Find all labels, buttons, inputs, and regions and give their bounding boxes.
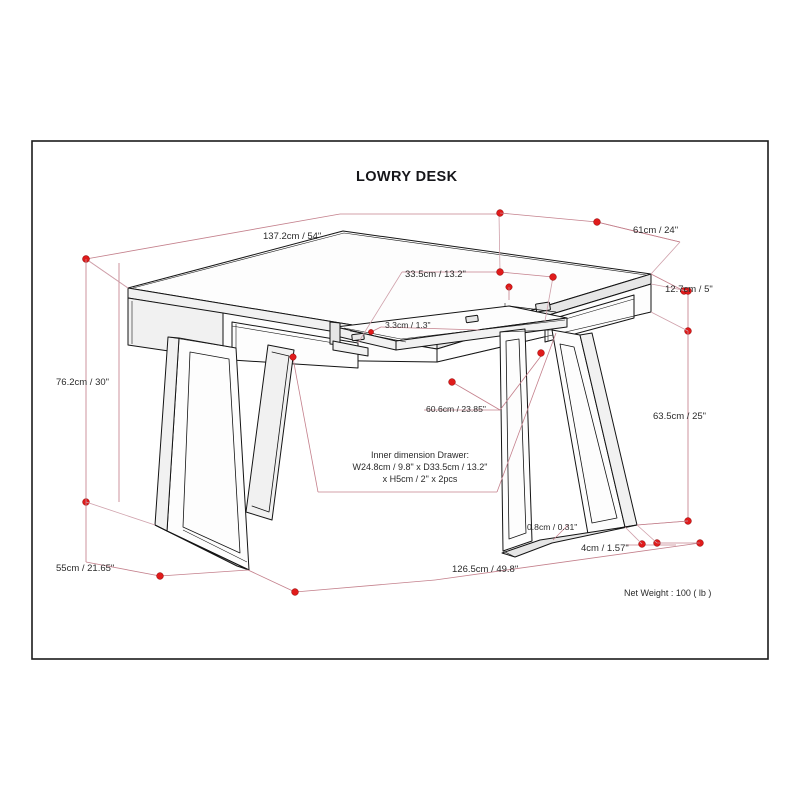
note-inner-drawer-line2: W24.8cm / 9.8" x D33.5cm / 13.2" xyxy=(353,462,488,472)
leader-inner-drawer-to-drawer xyxy=(292,357,319,493)
leader-tray-thickness-ext xyxy=(380,326,481,331)
dimpoint-tray-width-left xyxy=(448,378,456,386)
extline-drawer-right xyxy=(544,276,554,322)
extline-apron-bottom xyxy=(650,311,689,332)
dimension-annotations: 137.2cm / 54" 61cm / 24" 12.7cm / 5" xyxy=(56,209,713,596)
right-leg-top-line xyxy=(499,329,553,333)
left-leg-top-line xyxy=(167,336,237,349)
dimline-base-width-2 xyxy=(434,542,701,581)
extline-height-top xyxy=(85,258,129,289)
right-leg-inner-cutout xyxy=(559,343,618,524)
right-drawer-front xyxy=(544,294,635,343)
dimlabel-tray-width: 60.6cm / 23.85" xyxy=(426,404,486,414)
keyboard-tray-rear-rail xyxy=(508,305,557,313)
slide-hardware-left xyxy=(351,332,365,342)
dimlabel-top-width: 137.2cm / 54" xyxy=(263,231,321,242)
dimpoint-depth-top xyxy=(593,218,601,226)
left-leg-rear-inner xyxy=(251,351,290,513)
left-leg-inner-cutout xyxy=(182,351,241,554)
leader-leg-thickness xyxy=(552,524,569,541)
dimpoint-drawer-right xyxy=(549,273,557,281)
right-leg-front-inner xyxy=(505,338,527,540)
extline-top-width-right xyxy=(498,213,501,273)
dimlabel-drawer-width: 33.5cm / 13.2" xyxy=(405,269,466,280)
dimline-top-width-left xyxy=(85,213,341,260)
left-leg-foot-inner-line xyxy=(182,529,248,563)
extline-depth-right xyxy=(650,241,681,275)
dimpoint-tray-width-right xyxy=(537,349,545,357)
dimlabel-leg-clearance: 63.5cm / 25" xyxy=(653,411,706,422)
dimline-tray-width-leader2 xyxy=(499,355,542,411)
dimline-base-width-1 xyxy=(294,579,436,593)
drawing-frame-border xyxy=(31,140,769,660)
net-weight-label: Net Weight : 100 ( lb ) xyxy=(624,588,711,598)
desk-illustration xyxy=(127,230,652,571)
dimline-base-depth-2 xyxy=(159,569,249,577)
left-leg-rear-member xyxy=(245,344,295,521)
dimlabel-base-depth: 55cm / 21.65" xyxy=(56,563,114,574)
dimline-depth-upper xyxy=(499,212,598,223)
dimpoint-drawer-left xyxy=(496,268,504,276)
dimline-right-foot-connector xyxy=(636,520,689,526)
dimline-base-depth xyxy=(85,561,161,577)
note-inner-drawer-line3: x H5cm / 2" x 2pcs xyxy=(383,474,458,484)
page-title: LOWRY DESK xyxy=(356,169,458,185)
extline-drawer-left xyxy=(357,271,403,344)
dimline-depth-leader xyxy=(596,221,681,243)
dimlabel-leg-width: 4cm / 1.57" xyxy=(581,543,629,554)
leader-inner-drawer-to-right xyxy=(496,332,557,493)
dimpoint-base-depth-right xyxy=(156,572,164,580)
keyboard-tray-front-edge xyxy=(395,317,568,351)
dimlabel-top-depth: 61cm / 24" xyxy=(633,225,678,236)
right-foot-edge xyxy=(502,550,516,558)
keyboard-tray-inner-frame xyxy=(343,319,566,340)
dimlabel-apron-height: 12.7cm / 5" xyxy=(665,284,713,295)
dimpoint-base-width-left xyxy=(291,588,299,596)
dimlabel-base-width: 126.5cm / 49.8" xyxy=(452,564,518,575)
extline-height-bottom xyxy=(85,501,156,526)
left-leg-outer-face xyxy=(166,337,250,571)
dimlabel-tray-thickness: 3.3cm / 1.3" xyxy=(385,320,431,330)
dimlabel-leg-thickness: 0.8cm / 0.31" xyxy=(527,522,577,532)
keyboard-tray-inner-left xyxy=(349,330,407,343)
slide-hardware-center xyxy=(465,314,479,324)
dimline-tray-width-leader1 xyxy=(451,381,501,411)
right-apron-bottom-line xyxy=(436,311,652,363)
extline-leg-width-right xyxy=(636,524,658,544)
extline-apron-top xyxy=(650,283,689,292)
dimline-base-width-left-leader xyxy=(247,569,296,593)
dimpoint-tray-thickness xyxy=(368,329,374,335)
dimline-depth-to-corner xyxy=(650,273,685,292)
dimline-drawer-width-slant xyxy=(499,271,554,278)
dimpoint-inner-drawer-left xyxy=(289,353,297,361)
desktop-edge-highlight xyxy=(132,232,647,289)
keyboard-tray-stopper xyxy=(332,340,369,357)
dimlabel-overall-height: 76.2cm / 30" xyxy=(56,377,109,388)
extline-leg-width-left xyxy=(624,526,643,545)
note-inner-drawer-line1: Inner dimension Drawer: xyxy=(371,450,469,460)
